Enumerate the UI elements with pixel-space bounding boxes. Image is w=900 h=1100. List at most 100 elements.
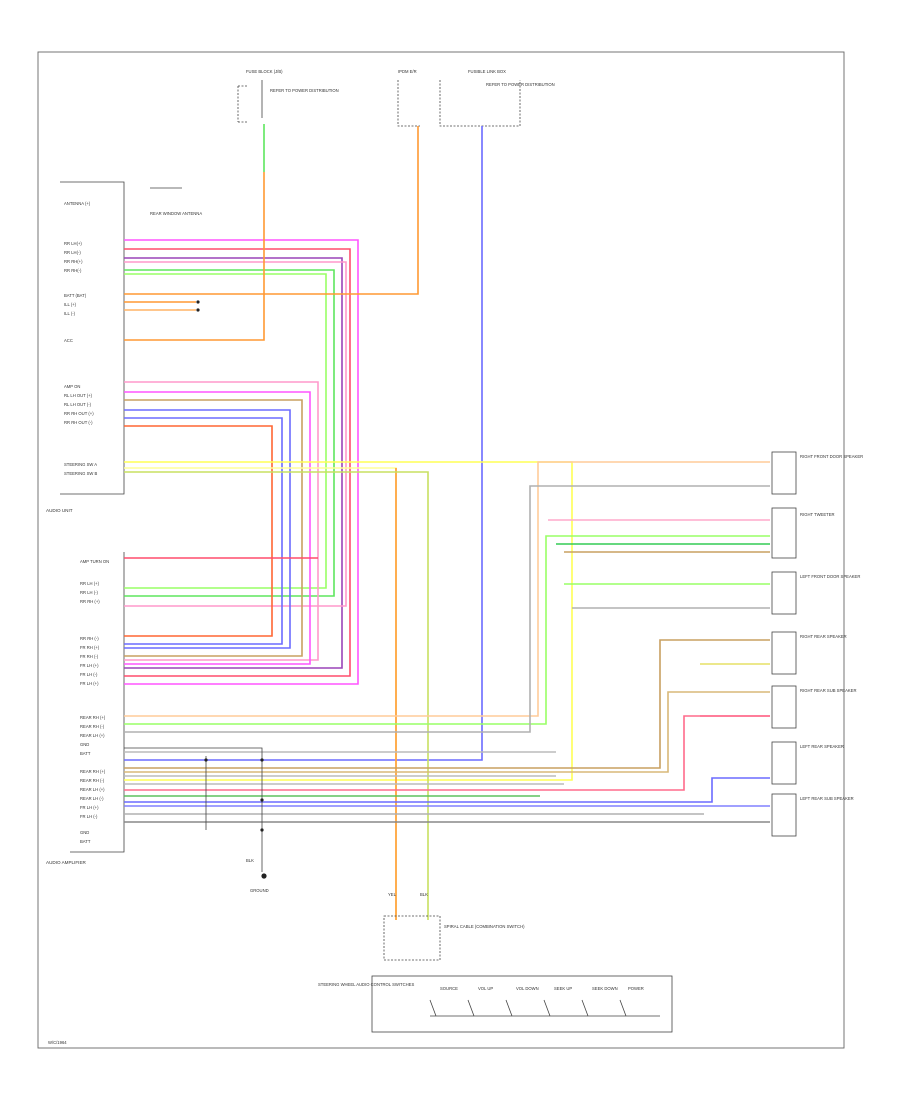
wire-gry-many [124,751,564,785]
audio-unit-label: AUDIO UNIT [46,508,73,513]
amp-pin-label: FR LH (-) [80,672,98,677]
wire-blu-lr [124,777,770,803]
wire-pink [124,261,347,607]
fusible-link-label: FUSIBLE LINK BOX [468,69,506,74]
ground-symbol [261,873,267,879]
wire-ylg-steer [124,471,429,920]
wire-pu-wh-2 [124,391,311,665]
amp-pin-label: FR LH (+) [80,681,99,686]
spiral-cable-box [383,915,441,961]
amp-pin-label: FR LH (+) [80,805,99,810]
audio-unit: AUDIO UNIT ANTENNA (+) RR LH(+) RR LH(-)… [46,181,202,513]
right-components: RIGHT FRONT DOOR SPEAKER RIGHT TWEETER L… [771,451,863,837]
ipdm-er: IPDM E/R [397,69,420,127]
right-rear-sub-speaker: RIGHT REAR SUB SPEAKER [771,685,856,729]
wire-blu-2 [124,417,283,645]
steering-wheel-switches: SPIRAL CABLE (COMBINATION SWITCH) YEL BL… [318,892,673,1033]
wire-pink-2 [124,381,319,661]
amp-pin-label: RR LH (-) [80,590,99,595]
unit-pin-label: RR LH(+) [64,241,82,246]
wire-brn-rr [124,639,770,769]
amp-pin-label: FR RH (-) [80,654,99,659]
switch-button-label: SEEK UP [554,986,572,991]
spiral-cable-label: SPIRAL CABLE (COMBINATION SWITCH) [444,924,525,929]
unit-pin-label: RL LH OUT (+) [64,393,93,398]
wire-tan-front [124,461,770,717]
wire-blu [124,409,291,649]
amp-pin-label: RR RH (-) [80,636,99,641]
switch-panel [371,975,673,1033]
left-rear-sub-speaker: LEFT REAR SUB SPEAKER [771,793,854,837]
amp-pin-label: REAR LH (+) [80,787,105,792]
amp-pin-label: REAR RH (+) [80,769,106,774]
wire-yel-steer-a [124,461,573,781]
right-front-door-speaker: RIGHT FRONT DOOR SPEAKER [771,451,863,495]
fusible-link-box: FUSIBLE LINK BOX REFER TO POWER DISTRIBU… [439,69,555,127]
switch-wire-label: YEL [388,892,397,897]
right-front-door-speaker-label: RIGHT FRONT DOOR SPEAKER [800,454,863,459]
unit-pin-label: ANTENNA (+) [64,201,91,206]
fusible-link-note: REFER TO POWER DISTRIBUTION [486,82,555,87]
amp-pin-label: AMP TURN ON [80,559,109,564]
antenna-note: REAR WINDOW ANTENNA [150,211,202,216]
right-tweeter: RIGHT TWEETER [771,507,835,559]
unit-pin-label: STEERING SW B [64,471,97,476]
unit-pin-label: STEERING SW A [64,462,97,467]
wire-group-power [124,124,483,761]
wire-org-acc [124,172,265,341]
switch-wire-label: BLK [420,892,428,897]
amp-pin-label: FR LH (-) [80,814,98,819]
switch-button-label: SOURCE [440,986,458,991]
footer-code: W/C/1964 [48,1040,67,1045]
amp-pin-label: GND [80,830,89,835]
amp-pin-label: RR RH (+) [80,599,100,604]
amp-pin-label: REAR RH (-) [80,778,105,783]
unit-pin-label: BATT (BAT) [64,293,87,298]
ipdm-label: IPDM E/R [398,69,417,74]
amp-pin-label: REAR LH (+) [80,733,105,738]
wire-grn-front [124,535,770,725]
unit-pin-label: RL LH OUT (-) [64,402,92,407]
unit-pin-label: AMP ON [64,384,80,389]
switch-button-label: VOL DOWN [516,986,539,991]
wire-org-red [124,425,273,637]
unit-pin-label: RR RH(-) [64,268,82,273]
amp-pin-label: GND [80,742,89,747]
wire-org-batt [124,126,419,295]
diagram-frame [37,51,845,1049]
unit-pin-label: ILL (-) [64,311,76,316]
right-rear-speaker-label: RIGHT REAR SPEAKER [800,634,847,639]
amp-pin-label: REAR RH (+) [80,715,106,720]
audio-amp-label: AUDIO AMPLIFIER [46,860,87,865]
switch-button-label: VOL UP [478,986,493,991]
amp-pin-label: BATT [80,839,91,844]
amp-pin-label: REAR RH (-) [80,724,105,729]
amp-pin-label: BATT [80,751,91,756]
wire-pu-blk [124,257,343,669]
wire-group-amp-speakers [124,461,770,823]
ground-label: GROUND [250,888,269,893]
switch-button-label: POWER [628,986,644,991]
unit-pin-label: RR RH(+) [64,259,83,264]
ground-bus: BLK GROUND [124,747,269,893]
right-tweeter-label: RIGHT TWEETER [800,512,835,517]
amp-pin-label: REAR LH (-) [80,796,104,801]
left-rear-speaker: LEFT REAR SPEAKER [771,741,844,785]
fuse-block-label: FUSE BLOCK (J/B) [246,69,283,74]
fuse-block-note: REFER TO POWER DISTRIBUTION [270,88,339,93]
wire-blu-batt [124,126,483,761]
amp-pin-label: FR LH (+) [80,663,99,668]
wire-grn [124,269,335,597]
wire-red-tw [124,715,770,791]
unit-pin-label: RR RH OUT (+) [64,411,94,416]
left-rear-speaker-label: LEFT REAR SPEAKER [800,744,844,749]
unit-pin-label: RR RH OUT (-) [64,420,93,425]
steering-switch-label: STEERING WHEEL AUDIO CONTROL SWITCHES [318,982,414,987]
left-front-door-speaker: LEFT FRONT DOOR SPEAKER [771,571,860,615]
left-front-door-speaker-label: LEFT FRONT DOOR SPEAKER [800,574,860,579]
audio-amplifier: AUDIO AMPLIFIER AMP TURN ON RR LH (+) RR… [46,552,125,865]
left-rear-sub-speaker-label: LEFT REAR SUB SPEAKER [800,796,854,801]
wire-gry-front [124,485,770,733]
fuse-block-jb: FUSE BLOCK (J/B) REFER TO POWER DISTRIBU… [237,69,339,123]
